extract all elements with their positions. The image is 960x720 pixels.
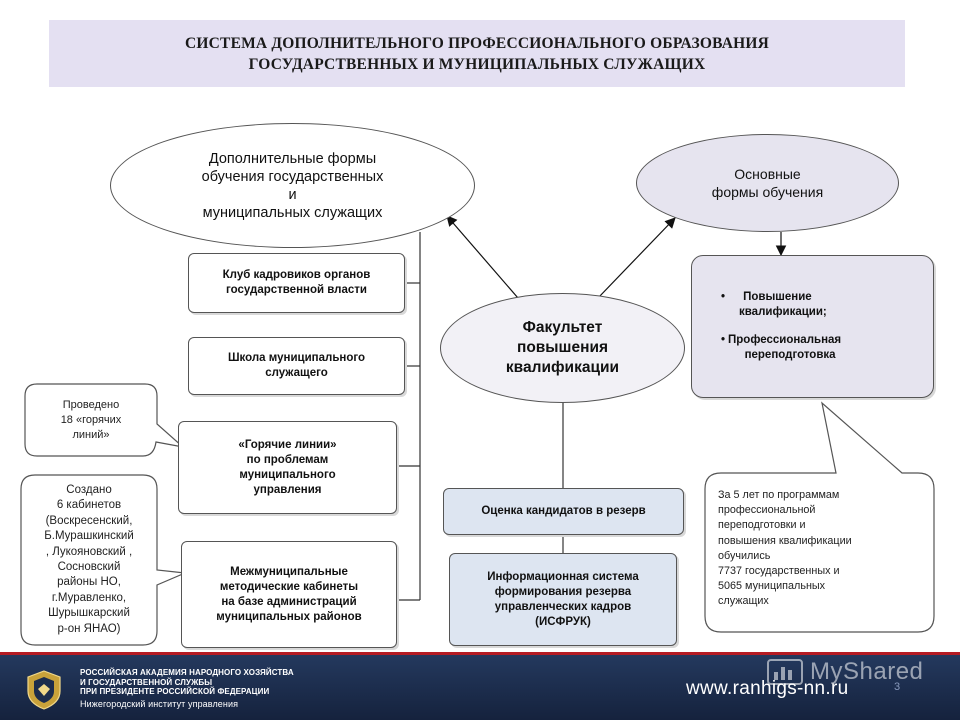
faculty-line: Факультет	[522, 319, 603, 336]
bullet-icon: •	[721, 334, 726, 346]
callout-trained-text: За 5 лет по программам профессиональной …	[718, 488, 928, 618]
hot-lines-box: «Горячие линии» по проблемам муниципальн…	[178, 421, 397, 514]
page-number: 3	[894, 681, 901, 693]
club-line: государственной власти	[226, 284, 367, 296]
additional-forms-line: обучения государственных	[201, 168, 384, 185]
org-line: РОССИЙСКАЯ АКАДЕМИЯ НАРОДНОГО ХОЗЯЙСТВА	[80, 668, 294, 677]
forms-item-qualification: • Повышение квалификации;	[721, 290, 827, 320]
callout-trained-bubble	[704, 401, 935, 633]
additional-forms-line: и	[288, 186, 297, 203]
intermunicipal-box: Межмуниципальные методические кабинеты н…	[181, 541, 397, 648]
hot-lines-line: «Горячие линии»	[238, 438, 337, 451]
callout-line: линий»	[72, 428, 110, 441]
callout-line: профессиональной	[718, 504, 816, 517]
hot-lines-line: управления	[253, 483, 322, 496]
forms-item-line: квалификации;	[739, 306, 827, 318]
hot-lines-line: по проблемам	[246, 453, 329, 466]
reserve-eval-label: Оценка кандидатов в резерв	[481, 505, 646, 517]
faculty-ellipse: Факультет повышения квалификации	[440, 293, 685, 403]
footer-url-link[interactable]: www.ranhigs-nn.ru	[686, 678, 849, 699]
bullet-icon: •	[721, 291, 726, 303]
callout-line: Б.Мурашкинский	[44, 530, 134, 543]
callout-line: Проведено	[62, 398, 120, 411]
org-line: ПРИ ПРЕЗИДЕНТЕ РОССИЙСКОЙ ФЕДЕРАЦИИ	[80, 687, 270, 697]
callout-cabinets-text: Создано 6 кабинетов (Воскресенский, Б.Му…	[21, 475, 157, 645]
intermunicipal-line: методические кабинеты	[219, 580, 359, 593]
callout-line: 6 кабинетов	[56, 499, 122, 512]
callout-hotlines-text: Проведено 18 «горячих линий»	[25, 384, 157, 456]
hot-lines-line: муниципального	[239, 468, 336, 481]
club-line: Клуб кадровиков органов	[222, 269, 371, 281]
forms-list-box: • Повышение квалификации; • Профессионал…	[691, 255, 934, 398]
callout-line: Создано	[66, 483, 112, 496]
info-system-line: формирования резерва	[494, 585, 632, 598]
callout-line: Шурышкарский	[48, 607, 130, 620]
callout-line: переподготовки и	[718, 519, 806, 532]
org-line: И ГОСУДАРСТВЕННОЙ СЛУЖБЫ	[80, 677, 213, 687]
watermark-text: MyShared	[810, 658, 924, 685]
intermunicipal-line: на базе администраций	[221, 595, 357, 608]
forms-item-line: переподготовка	[744, 349, 836, 361]
callout-line: За 5 лет по программам	[718, 489, 840, 501]
main-forms-line: формы обучения	[711, 184, 824, 200]
title-line-2: ГОСУДАРСТВЕННЫХ И МУНИЦИПАЛЬНЫХ СЛУЖАЩИХ	[248, 55, 706, 73]
callout-line: г.Муравленко,	[51, 591, 127, 604]
additional-forms-line: муниципальных служащих	[202, 204, 383, 221]
callout-line: 7737 государственных и	[718, 565, 840, 578]
info-system-box: Информационная система формирования резе…	[449, 553, 677, 646]
school-line: служащего	[265, 367, 328, 379]
callout-line: служащих	[718, 595, 769, 608]
callout-hotlines-bubble	[24, 383, 186, 457]
faculty-line: повышения	[516, 339, 609, 356]
main-forms-line: Основные	[734, 166, 801, 182]
callout-line: районы НО,	[57, 576, 121, 589]
faculty-line: квалификации	[505, 359, 620, 376]
callout-line: обучились	[718, 549, 771, 562]
title-band: СИСТЕМА ДОПОЛНИТЕЛЬНОГО ПРОФЕССИОНАЛЬНОГ…	[49, 20, 905, 87]
forms-item-retraining: • Профессиональная переподготовка	[721, 333, 842, 363]
info-system-line: управленческих кадров	[494, 600, 632, 613]
additional-forms-line: Дополнительные формы	[208, 150, 377, 167]
callout-line: Сосновский	[57, 561, 121, 573]
info-system-line: (ИСФРУК)	[535, 615, 591, 628]
callout-line: р-он ЯНАО)	[57, 622, 121, 635]
watermark: MyShared	[766, 656, 923, 688]
info-system-line: Информационная система	[487, 570, 639, 583]
callout-line: 18 «горячих	[60, 413, 122, 426]
org-subline: Нижегородский институт управления	[80, 698, 239, 709]
club-box: Клуб кадровиков органов государственной …	[188, 253, 405, 313]
footer-bar: РОССИЙСКАЯ АКАДЕМИЯ НАРОДНОГО ХОЗЯЙСТВА …	[0, 652, 960, 720]
school-box: Школа муниципального служащего	[188, 337, 405, 395]
forms-item-line: Профессиональная	[728, 334, 842, 346]
callout-line: повышения квалификации	[718, 534, 852, 547]
callout-cabinets-bubble	[20, 474, 188, 646]
intermunicipal-line: Межмуниципальные	[230, 565, 348, 578]
footer-org-name: РОССИЙСКАЯ АКАДЕМИЯ НАРОДНОГО ХОЗЯЙСТВА …	[80, 668, 294, 710]
additional-forms-ellipse: Дополнительные формы обучения государств…	[110, 123, 475, 248]
callout-line: 5065 муниципальных	[718, 580, 826, 593]
callout-line: , Лукояновский ,	[45, 545, 133, 558]
arrow-to-main	[597, 217, 676, 299]
callout-line: (Воскресенский,	[45, 514, 133, 527]
forms-item-line: Повышение	[743, 291, 812, 303]
school-line: Школа муниципального	[227, 352, 366, 364]
academy-emblem-icon	[27, 670, 61, 710]
intermunicipal-line: муниципальных районов	[216, 610, 362, 623]
main-forms-ellipse: Основные формы обучения	[636, 134, 899, 232]
reserve-eval-box: Оценка кандидатов в резерв	[443, 488, 684, 535]
arrow-to-additional	[446, 215, 519, 299]
title-line-1: СИСТЕМА ДОПОЛНИТЕЛЬНОГО ПРОФЕССИОНАЛЬНОГ…	[184, 34, 770, 52]
watermark-chart-icon	[767, 659, 803, 685]
